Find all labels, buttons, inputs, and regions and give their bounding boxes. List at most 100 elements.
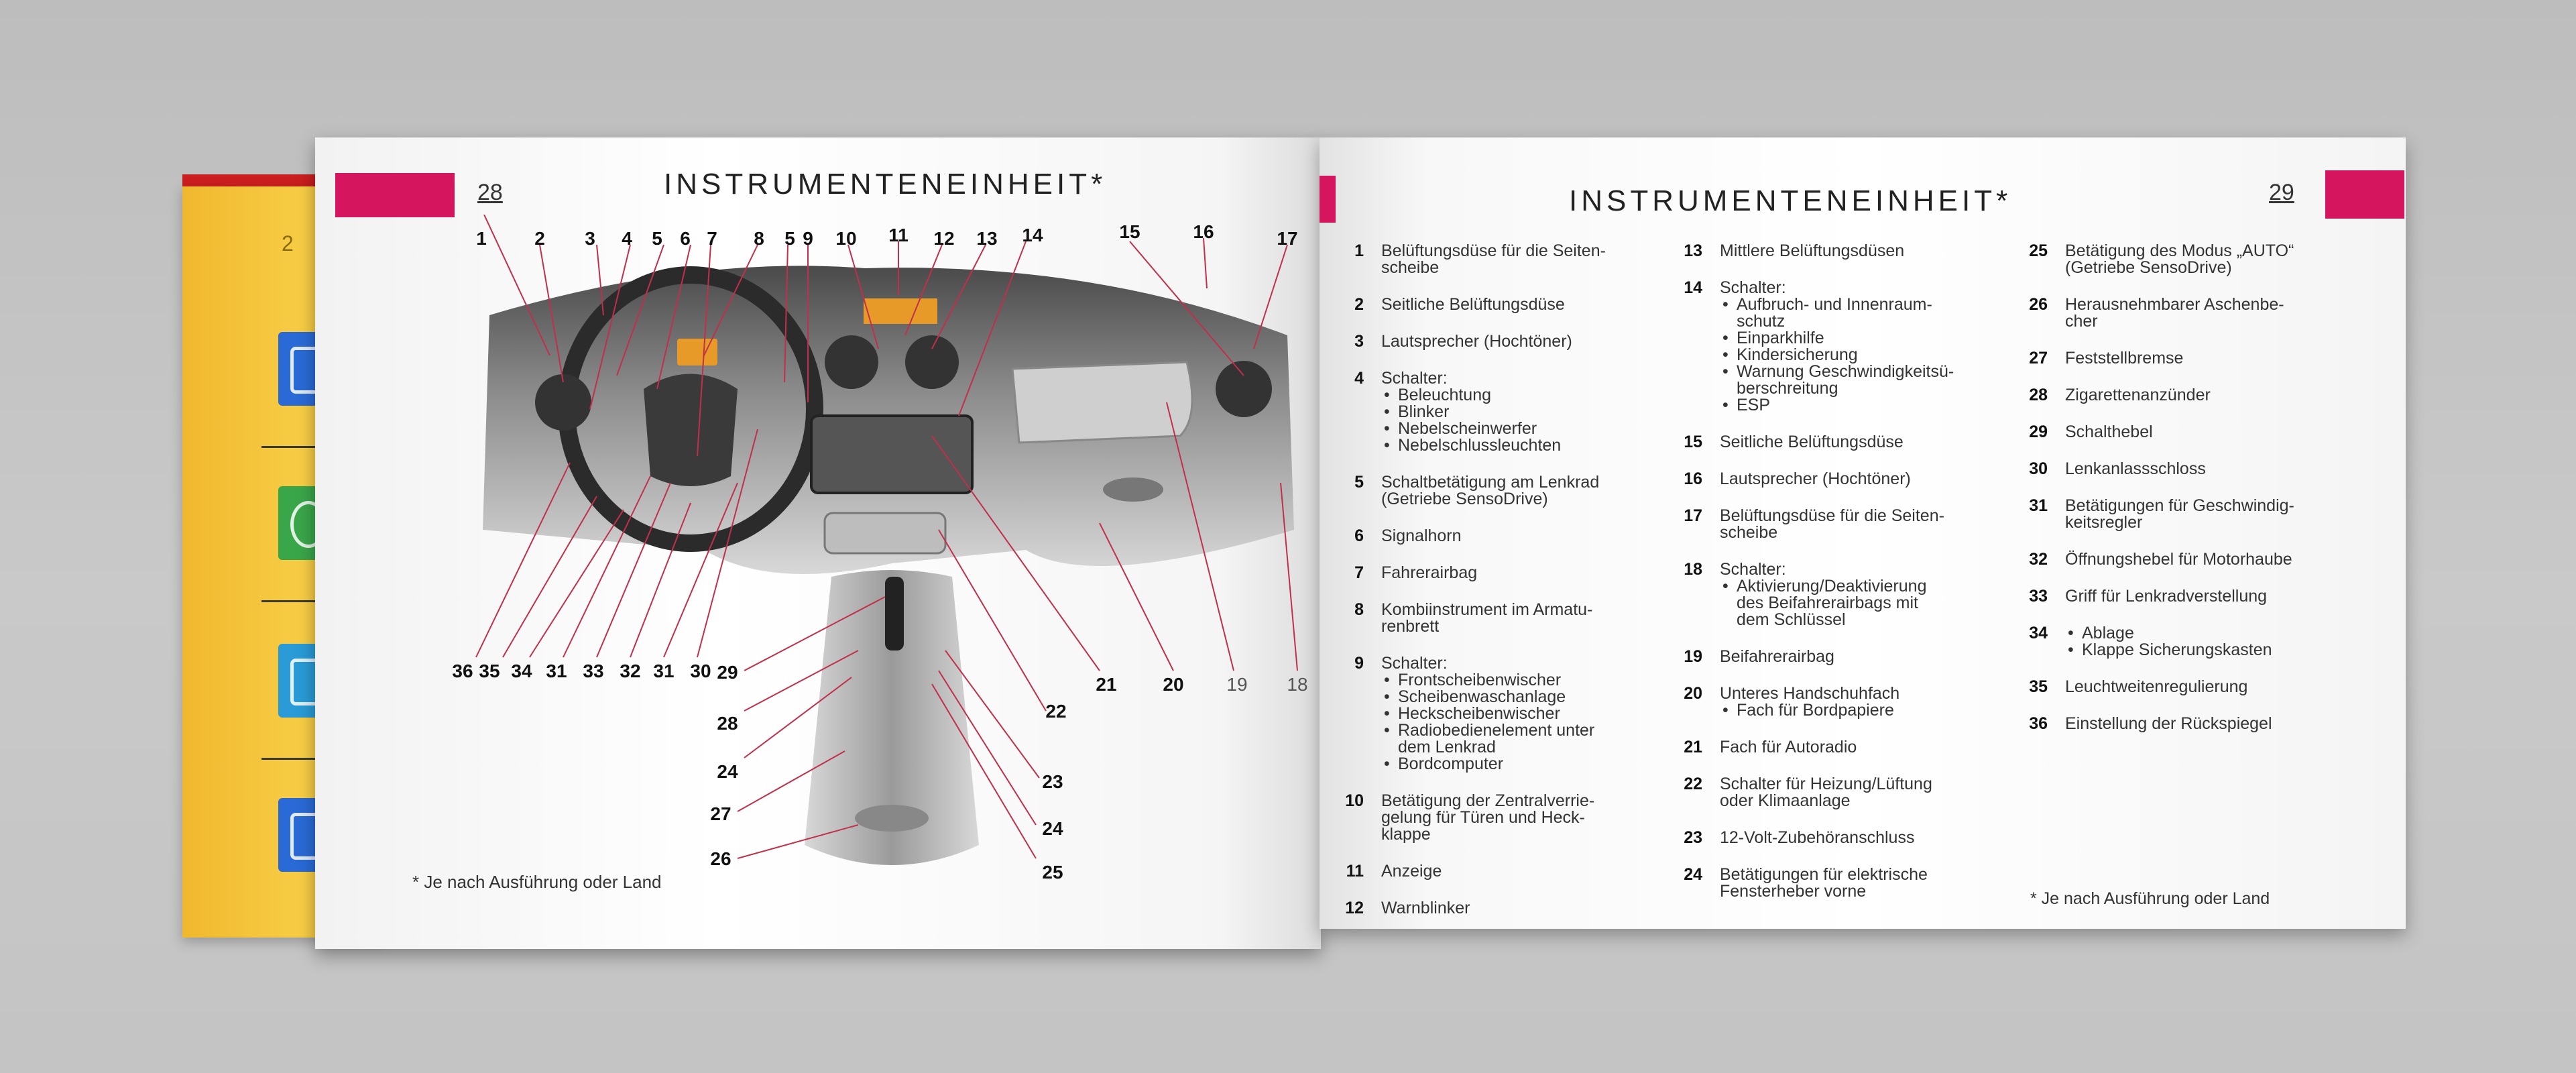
callout-25: 25 <box>1042 862 1063 883</box>
gear-lever <box>885 577 904 651</box>
legend-item-text: Kombiinstrument im Armatu- renbrett <box>1381 600 1593 636</box>
legend-item-number: 24 <box>1684 865 1702 884</box>
callout-29: 29 <box>717 662 738 683</box>
callout-34: 34 <box>511 661 532 681</box>
callout-26: 26 <box>710 848 731 869</box>
legend-item-text: 12-Volt-Zubehöranschluss <box>1720 828 1915 847</box>
legend-item-number: 28 <box>2029 386 2048 404</box>
climate-panel <box>823 512 947 555</box>
legend-item-number: 32 <box>2029 550 2048 569</box>
legend-item-number: 29 <box>2029 422 2048 441</box>
legend-item-number: 3 <box>1354 332 1364 351</box>
callout-31b: 31 <box>653 661 674 681</box>
legend-item: 18 Schalter:Aktivierung/Deaktivierung des… <box>1673 561 1995 628</box>
legend-subitem: Aktivierung/Deaktivierung des Beifahrera… <box>1720 578 1995 628</box>
legend-subitem: Heckscheibenwischer <box>1381 705 1656 723</box>
legend-item-number: 34 <box>2029 624 2048 642</box>
vent-right <box>1216 361 1272 417</box>
legend-item-text: Betätigung des Modus „AUTO“ (Getriebe Se… <box>2065 241 2294 277</box>
legend-item-number: 2 <box>1354 295 1364 314</box>
legend-item-number: 17 <box>1684 506 1702 525</box>
legend-subitem: Klappe Sicherungskasten <box>2065 642 2347 659</box>
vent-center-right <box>905 335 959 389</box>
legend-item-text: Feststellbremse <box>2065 349 2184 368</box>
legend-item-number: 27 <box>2029 349 2048 368</box>
legend-item-text: Schalter: <box>1381 369 1448 388</box>
legend-item-text: Schalter: <box>1381 654 1448 673</box>
legend-item-number: 6 <box>1354 526 1364 545</box>
legend-item-text: Signalhorn <box>1381 526 1462 545</box>
legend-item: 1 Belüftungsdüse für die Seiten- scheibe <box>1334 243 1656 276</box>
legend-item-text: Lenkanlassschloss <box>2065 459 2206 478</box>
callout-35: 35 <box>479 661 500 681</box>
legend-item-number: 31 <box>2029 496 2048 515</box>
legend-item: 7 Fahrerairbag <box>1334 565 1656 581</box>
right-footnote: * Je nach Ausführung oder Land <box>2030 889 2270 908</box>
legend-item-text: Unteres Handschuhfach <box>1720 684 1900 703</box>
callout-10: 10 <box>835 228 856 249</box>
legend-item-number: 7 <box>1354 563 1364 582</box>
legend-item-number: 1 <box>1354 241 1364 260</box>
callout-27: 27 <box>710 803 731 824</box>
callout-1: 1 <box>476 228 487 249</box>
callout-16: 16 <box>1193 221 1214 242</box>
legend-item-text: Lautsprecher (Hochtöner) <box>1381 332 1572 351</box>
legend-item-text: Schalter: <box>1720 278 1786 297</box>
right-page-title: INSTRUMENTENEINHEIT* <box>1569 184 2012 217</box>
callout-7: 7 <box>707 228 717 249</box>
callout-3: 3 <box>585 228 595 249</box>
legend-column-1: 1 Belüftungsdüse für die Seiten- scheibe 2… <box>1334 243 1656 937</box>
divider <box>261 758 349 760</box>
legend-item-number: 36 <box>2029 714 2048 733</box>
legend-item-text: Schalter: <box>1720 560 1786 579</box>
callout-28: 28 <box>717 713 738 734</box>
legend-item-number: 13 <box>1684 241 1702 260</box>
legend-item-number: 16 <box>1684 469 1702 488</box>
callout-14: 14 <box>1022 225 1043 245</box>
legend-subitem: Aufbruch- und Innenraum- schutz <box>1720 296 1995 330</box>
radio-unit <box>810 414 974 494</box>
legend-item-text: Schaltbetätigung am Lenkrad (Getriebe Se… <box>1381 473 1600 508</box>
callout-2: 2 <box>534 228 545 249</box>
legend-item-number: 18 <box>1684 560 1702 579</box>
legend-item-text: Anzeige <box>1381 862 1442 881</box>
page-tab-marker-left <box>1320 176 1336 223</box>
callout-13: 13 <box>976 228 997 249</box>
legend-item-text: Belüftungsdüse für die Seiten- scheibe <box>1381 241 1606 277</box>
page-tab-marker <box>335 173 455 217</box>
legend-subitem: Nebelscheinwerfer <box>1381 420 1656 438</box>
callout-4: 4 <box>622 228 632 249</box>
divider <box>261 446 349 448</box>
legend-item-number: 5 <box>1354 473 1364 492</box>
legend-item-text: Betätigungen für Geschwindig- keitsregle… <box>2065 496 2294 532</box>
callout-6: 6 <box>680 228 691 249</box>
callout-19: 19 <box>1226 674 1247 695</box>
legend-item: 36 Einstellung der Rückspiegel <box>2018 716 2347 732</box>
legend-item-number: 19 <box>1684 647 1702 666</box>
leader-lines <box>475 215 1298 859</box>
right-page-number: 29 <box>2269 180 2294 205</box>
legend-item-text: Fahrerairbag <box>1381 563 1478 582</box>
legend-item-text: Einstellung der Rückspiegel <box>2065 714 2272 733</box>
legend-item-number: 20 <box>1684 684 1702 703</box>
legend-item-text: Beifahrerairbag <box>1720 647 1834 666</box>
callout-17: 17 <box>1277 228 1297 249</box>
legend-item-text: Schalthebel <box>2065 422 2153 441</box>
legend-item-text: Betätigung der Zentralverrie- gelung für… <box>1381 791 1595 844</box>
legend-item-number: 12 <box>1345 899 1364 917</box>
legend-item-number: 30 <box>2029 459 2048 478</box>
legend-item-number: 11 <box>1346 862 1364 881</box>
